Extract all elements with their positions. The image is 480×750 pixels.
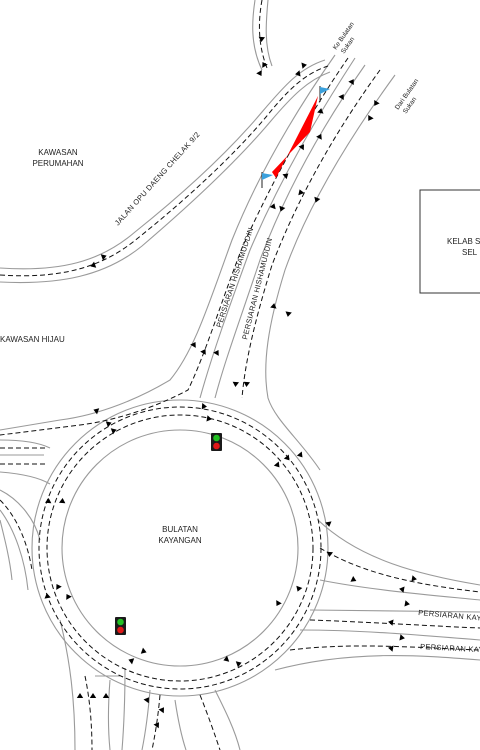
direction-arrow-icon (44, 497, 52, 512)
direction-arrow-icon (387, 618, 402, 628)
direction-arrow-icon (294, 578, 306, 593)
label-bulatan-line2: KAYANGAN (158, 536, 201, 545)
direction-arrow-icon (278, 448, 292, 463)
traffic-light-icon (211, 433, 222, 451)
direction-arrow-icon (58, 497, 66, 512)
closure-zone (272, 96, 318, 178)
direction-arrow-icon (196, 347, 209, 362)
flag-icon (319, 86, 330, 102)
label-kawasan-perumahan-line1: KAWASAN (38, 148, 78, 157)
label-kelab-line1: KELAB S (447, 237, 480, 246)
label-kayangan-b: PERSIARAN KAYAN (420, 642, 480, 655)
direction-arrow-icon (76, 693, 84, 706)
traffic-light-icon (115, 617, 126, 635)
label-kelab-line2: SEL (462, 248, 478, 257)
direction-arrow-icon (127, 656, 142, 668)
map-labels: KAWASAN PERUMAHAN KAWASAN HIJAU JALAN OP… (0, 21, 480, 655)
label-kayangan-a: PERSIARAN KAYA (418, 608, 480, 623)
flag-icon (261, 172, 273, 188)
direction-arrow-icon (153, 705, 167, 720)
direction-arrow-icon (133, 644, 148, 656)
direction-arrow-icon (284, 303, 294, 318)
direction-arrow-icon (268, 455, 282, 470)
label-bulatan-line1: BULATAN (162, 525, 198, 534)
label-kawasan-perumahan-line2: PERUMAHAN (32, 159, 83, 168)
direction-arrow-icon (148, 720, 162, 735)
kelab-building (419, 189, 480, 294)
label-kawasan-hijau: KAWASAN HIJAU (0, 335, 65, 344)
direction-arrow-icon (198, 413, 213, 423)
direction-arrow-icon (89, 258, 104, 270)
direction-arrow-icon (296, 188, 308, 203)
direction-arrow-icon (396, 598, 411, 608)
direction-arrow-icon (273, 593, 286, 608)
direction-arrow-icon (343, 572, 358, 584)
direction-arrow-icon (365, 108, 378, 123)
direction-arrow-icon (89, 693, 97, 706)
direction-arrow-icon (228, 659, 243, 671)
direction-arrow-icon (232, 373, 240, 388)
label-jalan-opu: JALAN OPU DAENG CHELAK 9/2 (113, 130, 202, 227)
direction-arrows (43, 28, 418, 735)
